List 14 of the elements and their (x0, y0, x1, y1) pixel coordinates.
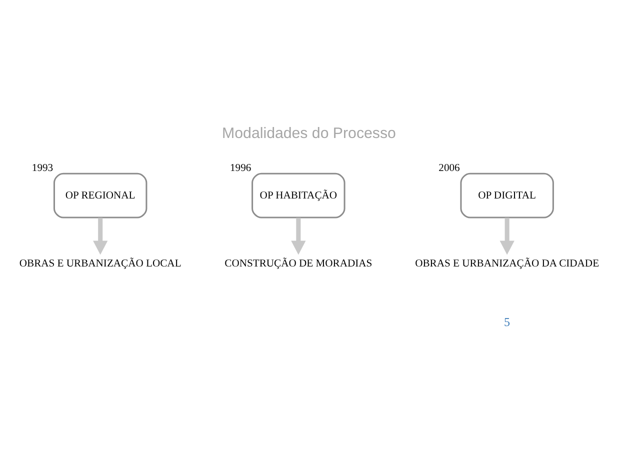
arrow (93, 217, 108, 254)
node-text: CONSTRUÇÃO DE MORADIAS (224, 258, 372, 269)
node-text: OBRAS E URBANIZAÇÃO LOCAL (19, 258, 182, 269)
diagram-title: Modalidades do Processo (222, 124, 396, 142)
node-label: 1996 (230, 162, 252, 174)
node-label: 1993 (32, 162, 54, 174)
node-box: OP REGIONAL (53, 172, 148, 218)
node-box: OP HABITAÇÃO (252, 172, 346, 218)
label: 5 (504, 314, 510, 329)
node-text: OBRAS E URBANIZAÇÃO DA CIDADE (415, 258, 600, 269)
arrow (500, 217, 514, 254)
node-box: OP DIGITAL (460, 172, 554, 218)
arrow (291, 217, 306, 254)
node-label: 2006 (438, 162, 460, 174)
